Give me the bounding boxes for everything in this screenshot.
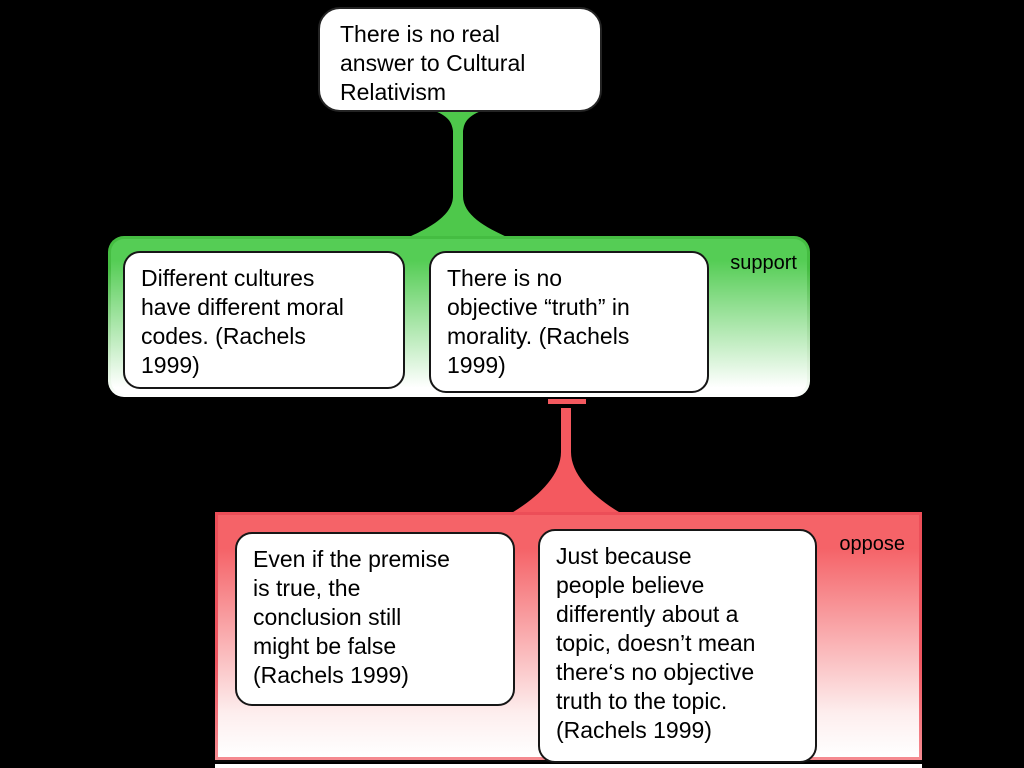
support-group[interactable]: support Different cultures have differen… xyxy=(108,236,810,397)
oppose-group-label: oppose xyxy=(839,533,905,555)
support-group-label: support xyxy=(730,252,797,274)
support-group-fill: support Different cultures have differen… xyxy=(111,239,807,394)
claim-text: There is no real answer to Cultural Rela… xyxy=(340,21,526,105)
oppose-group-fill: oppose Even if the premise is true, the … xyxy=(218,515,919,763)
oppose-edge[interactable] xyxy=(506,408,626,516)
claim-node[interactable]: There is no real answer to Cultural Rela… xyxy=(318,7,602,112)
objection-node-belief-differs[interactable]: Just because people believe differently … xyxy=(538,529,817,763)
oppose-group[interactable]: oppose Even if the premise is true, the … xyxy=(215,512,922,763)
premise-text: There is no objective “truth” in moralit… xyxy=(447,265,630,378)
support-edge[interactable] xyxy=(402,110,514,240)
objection-text: Just because people believe differently … xyxy=(556,543,756,743)
objection-text: Even if the premise is true, the conclus… xyxy=(253,546,450,688)
page-bottom-edge xyxy=(215,764,922,768)
oppose-edge-anchor[interactable] xyxy=(548,399,586,404)
objection-node-premise-true-conclusion-false[interactable]: Even if the premise is true, the conclus… xyxy=(235,532,515,706)
premise-text: Different cultures have different moral … xyxy=(141,265,344,378)
premise-node-no-objective-truth[interactable]: There is no objective “truth” in moralit… xyxy=(429,251,709,393)
premise-node-different-cultures[interactable]: Different cultures have different moral … xyxy=(123,251,405,389)
